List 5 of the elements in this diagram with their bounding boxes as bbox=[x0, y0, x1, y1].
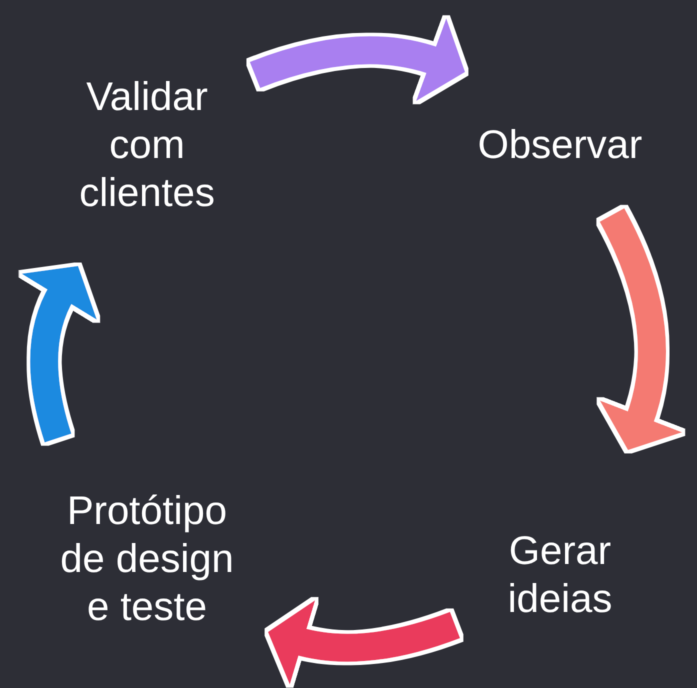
curved-arrow bbox=[20, 265, 98, 442]
step-label: Protótipo de design e teste bbox=[59, 488, 235, 631]
step-label: Observar bbox=[476, 122, 644, 169]
step-label: Gerar ideias bbox=[506, 528, 614, 623]
step-label: Validar com clientes bbox=[78, 74, 216, 217]
